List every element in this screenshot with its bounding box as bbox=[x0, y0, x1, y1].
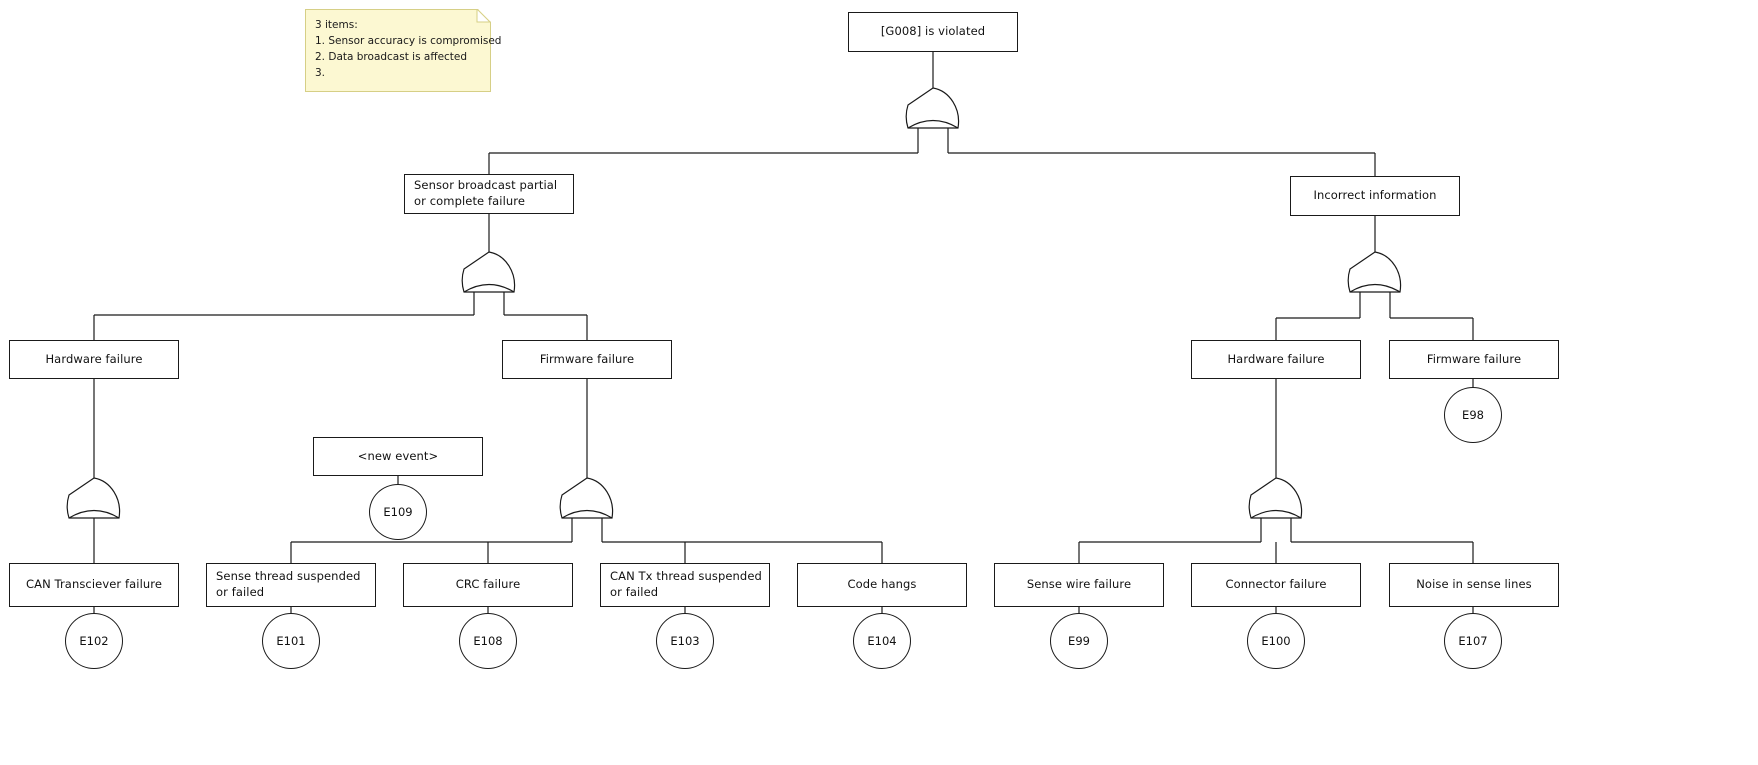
note-line-3: 2. Data broadcast is affected bbox=[315, 50, 468, 63]
event-node-sensor-broadcast[interactable]: Sensor broadcast partial or complete fai… bbox=[404, 174, 574, 214]
note-line-4: 3. bbox=[315, 66, 326, 79]
basic-event-label: E109 bbox=[383, 505, 413, 519]
event-label: Connector failure bbox=[1225, 577, 1327, 592]
or-gate-root bbox=[905, 87, 960, 129]
event-node-noise-in-sense-lines[interactable]: Noise in sense lines bbox=[1389, 563, 1559, 607]
event-label: Code hangs bbox=[847, 577, 917, 592]
event-node-connector-failure[interactable]: Connector failure bbox=[1191, 563, 1361, 607]
note-fold-corner bbox=[478, 9, 491, 22]
basic-event-label: E107 bbox=[1458, 634, 1488, 648]
event-label: Sensor broadcast partial or complete fai… bbox=[414, 178, 558, 208]
event-label: CAN Transciever failure bbox=[25, 577, 163, 592]
event-node-hardware-failure-right[interactable]: Hardware failure bbox=[1191, 340, 1361, 379]
event-node-crc-failure[interactable]: CRC failure bbox=[403, 563, 573, 607]
event-node-root[interactable]: [G008] is violated bbox=[848, 12, 1018, 52]
basic-event-label: E99 bbox=[1068, 634, 1090, 648]
event-node-can-tx-thread-suspended[interactable]: CAN Tx thread suspended or failed bbox=[600, 563, 770, 607]
event-label: [G008] is violated bbox=[880, 24, 986, 39]
event-label: Sense thread suspended or failed bbox=[216, 569, 361, 599]
event-label: CRC failure bbox=[455, 577, 521, 592]
basic-event-label: E102 bbox=[79, 634, 109, 648]
basic-event-e109[interactable]: E109 bbox=[369, 484, 427, 540]
basic-event-label: E104 bbox=[867, 634, 897, 648]
event-label: Firmware failure bbox=[1426, 351, 1522, 366]
event-node-firmware-failure-left[interactable]: Firmware failure bbox=[502, 340, 672, 379]
event-node-sense-wire-failure[interactable]: Sense wire failure bbox=[994, 563, 1164, 607]
event-node-incorrect-information[interactable]: Incorrect information bbox=[1290, 176, 1460, 216]
sticky-note[interactable]: 3 items: 1. Sensor accuracy is compromis… bbox=[305, 9, 502, 92]
event-label: Hardware failure bbox=[45, 351, 143, 366]
event-label: Firmware failure bbox=[539, 351, 635, 366]
event-label: Incorrect information bbox=[1313, 188, 1437, 203]
or-gate-hw-left bbox=[66, 477, 121, 519]
event-node-can-transciever-failure[interactable]: CAN Transciever failure bbox=[9, 563, 179, 607]
basic-event-label: E103 bbox=[670, 634, 700, 648]
or-gate-fw-left bbox=[559, 477, 614, 519]
or-gate-incorrect-information bbox=[1347, 251, 1402, 293]
basic-event-e107[interactable]: E107 bbox=[1444, 613, 1502, 669]
event-label: CAN Tx thread suspended or failed bbox=[610, 569, 762, 599]
event-node-new-event[interactable]: <new event> bbox=[313, 437, 483, 476]
note-line-1: 3 items: bbox=[315, 19, 358, 31]
basic-event-e99[interactable]: E99 bbox=[1050, 613, 1108, 669]
event-label: Noise in sense lines bbox=[1416, 577, 1532, 592]
event-label: Sense wire failure bbox=[1026, 577, 1132, 592]
event-node-code-hangs[interactable]: Code hangs bbox=[797, 563, 967, 607]
basic-event-e108[interactable]: E108 bbox=[459, 613, 517, 669]
event-node-firmware-failure-right[interactable]: Firmware failure bbox=[1389, 340, 1559, 379]
event-node-sense-thread-suspended[interactable]: Sense thread suspended or failed bbox=[206, 563, 376, 607]
basic-event-label: E101 bbox=[276, 634, 306, 648]
note-line-2: 1. Sensor accuracy is compromised bbox=[315, 34, 502, 47]
basic-event-e103[interactable]: E103 bbox=[656, 613, 714, 669]
basic-event-e101[interactable]: E101 bbox=[262, 613, 320, 669]
basic-event-e98[interactable]: E98 bbox=[1444, 387, 1502, 443]
event-label: <new event> bbox=[357, 448, 439, 463]
basic-event-label: E100 bbox=[1261, 634, 1291, 648]
basic-event-e104[interactable]: E104 bbox=[853, 613, 911, 669]
or-gate-sensor-broadcast bbox=[461, 251, 516, 293]
basic-event-label: E98 bbox=[1462, 408, 1484, 422]
basic-event-e102[interactable]: E102 bbox=[65, 613, 123, 669]
basic-event-label: E108 bbox=[473, 634, 503, 648]
or-gate-hw-right bbox=[1248, 477, 1303, 519]
event-label: Hardware failure bbox=[1227, 351, 1325, 366]
basic-event-e100[interactable]: E100 bbox=[1247, 613, 1305, 669]
event-node-hardware-failure-left[interactable]: Hardware failure bbox=[9, 340, 179, 379]
